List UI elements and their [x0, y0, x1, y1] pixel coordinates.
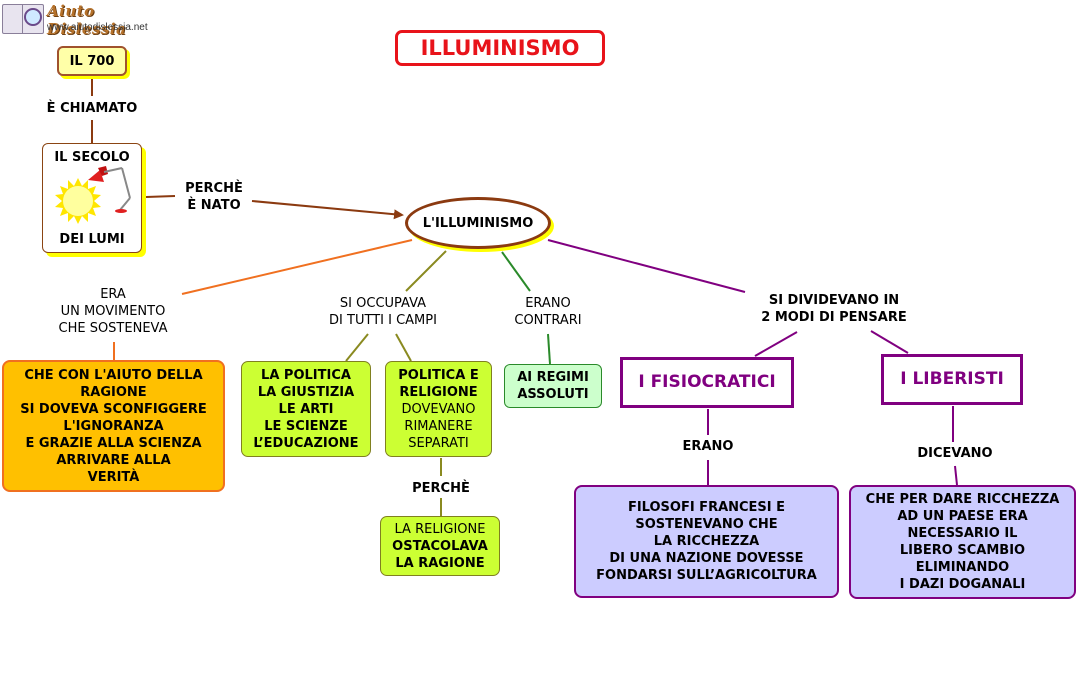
link-perche-center [251, 200, 404, 220]
link-dividevano-liber [870, 330, 909, 354]
book-icon [2, 4, 44, 34]
link-center-occupava [405, 250, 447, 292]
religione-bold-text: OSTACOLAVA LA RAGIONE [392, 538, 488, 571]
link-center-dividevano [547, 239, 746, 293]
map-title: ILLUMINISMO [395, 30, 605, 66]
religione-normal-text: LA RELIGIONE [394, 521, 486, 537]
link-occupava-politica [395, 333, 412, 362]
link-dividevano-fisio [754, 331, 798, 357]
politica-normal-text: DOVEVANO RIMANERE SEPARATI [401, 401, 476, 451]
link-label-occupava: SI OCCUPAVA DI TUTTI I CAMPI [329, 296, 437, 328]
node-fisiocratici-desc: FILOSOFI FRANCESI E SOSTENEVANO CHE LA R… [574, 485, 839, 598]
node-regimi-assoluti: AI REGIMI ASSOLUTI [504, 364, 602, 408]
magnifier-icon [24, 8, 42, 26]
node-ragione: CHE CON L'AIUTO DELLA RAGIONE SI DOVEVA … [2, 360, 225, 492]
secolo-top-text: IL SECOLO [54, 150, 130, 165]
link-secolo-perche [145, 195, 176, 198]
node-religione: LA RELIGIONE OSTACOLAVA LA RAGIONE [380, 516, 500, 576]
link-label-dicevano: DICEVANO [917, 446, 993, 461]
logo-url[interactable]: www.aiutodislessia.net [47, 22, 148, 33]
link-label-dividevano: SI DIVIDEVANO IN 2 MODI DI PENSARE [761, 293, 907, 325]
politica-bold-text: POLITICA E RELIGIONE [398, 367, 479, 400]
link-center-movimento [181, 239, 413, 295]
node-center-illuminismo: L'ILLUMINISMO [405, 197, 551, 249]
logo-brand: Aiuto Dislessia [47, 2, 127, 38]
node-politica-religione: POLITICA E RELIGIONE DOVEVANO RIMANERE S… [385, 361, 492, 457]
link-label-chiamato: È CHIAMATO [46, 101, 138, 116]
link-dicevano-desc [954, 465, 958, 486]
link-center-contrari [501, 251, 531, 292]
sun-icon [55, 178, 101, 224]
secolo-bottom-text: DEI LUMI [59, 232, 125, 247]
link-label-movimento: ERA UN MOVIMENTO CHE SOSTENEVA [58, 287, 168, 336]
node-fisiocratici: I FISIOCRATICI [620, 357, 794, 408]
node-liberisti-desc: CHE PER DARE RICCHEZZA AD UN PAESE ERA N… [849, 485, 1076, 599]
node-campi: LA POLITICA LA GIUSTIZIA LE ARTI LE SCIE… [241, 361, 371, 457]
aiuto-dislessia-logo[interactable]: Aiuto Dislessia www.aiutodislessia.net [2, 2, 152, 38]
node-il-700: IL 700 [57, 46, 127, 76]
desk-lamp-icon [55, 166, 131, 224]
link-occupava-campi [345, 333, 369, 362]
link-label-perche: PERCHÈ [412, 481, 470, 496]
link-label-perche-nato: PERCHÈ È NATO [185, 181, 243, 213]
link-label-erano: ERANO [682, 439, 734, 454]
node-secolo-dei-lumi: IL SECOLO DEI LUMI [42, 143, 142, 253]
node-liberisti: I LIBERISTI [881, 354, 1023, 405]
link-label-contrari: ERANO CONTRARI [514, 296, 582, 328]
link-contrari-regimi [547, 333, 551, 365]
